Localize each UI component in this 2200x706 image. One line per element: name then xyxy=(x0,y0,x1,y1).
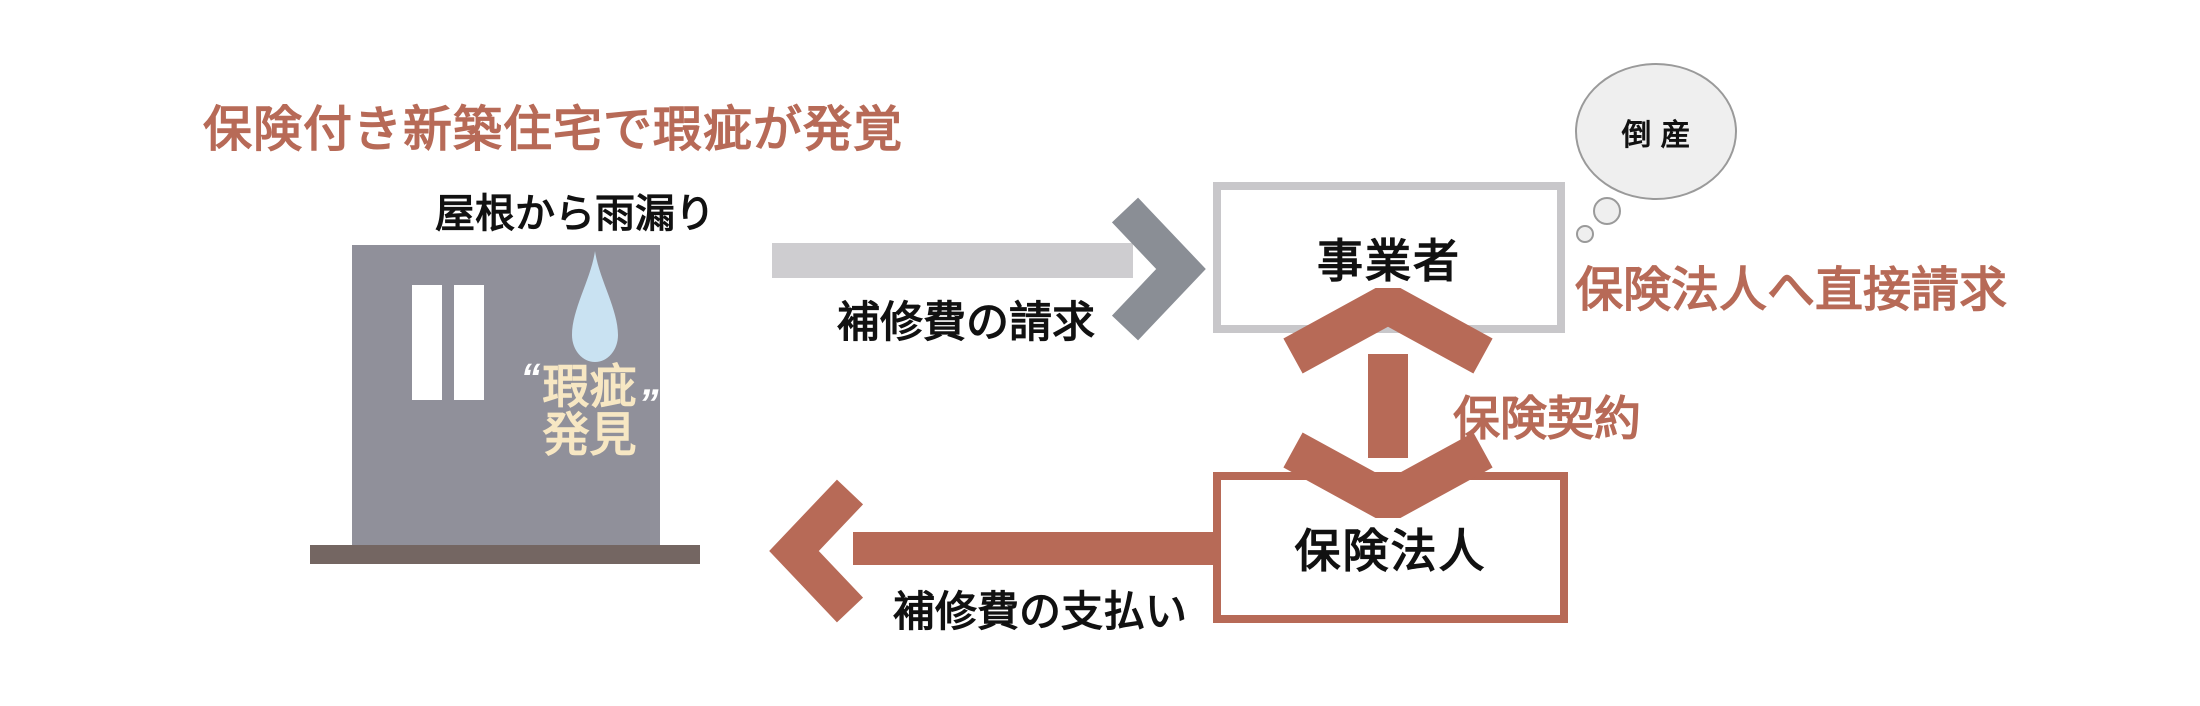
diagram-title: 保険付き新築住宅で瑕疵が発覚 xyxy=(203,103,904,157)
house-window-icon xyxy=(454,285,484,400)
water-drop-icon xyxy=(572,251,618,362)
thought-bubble: 倒産 xyxy=(1575,63,1737,200)
claim-arrow-shaft xyxy=(772,243,1133,278)
business-box: 事業者 xyxy=(1213,182,1565,333)
direct-claim-label: 保険法人へ直接請求 xyxy=(1575,264,2008,317)
business-box-label: 事業者 xyxy=(1317,234,1461,287)
defect-line-1: “瑕疵” xyxy=(520,356,659,426)
house-illustration: “瑕疵” 発見 xyxy=(352,245,660,545)
payment-arrow-label: 補修費の支払い xyxy=(893,588,1188,635)
thought-bubble-dot xyxy=(1593,197,1621,225)
claim-arrow-label: 補修費の請求 xyxy=(837,299,1095,347)
house-caption: 屋根から雨漏り xyxy=(435,192,715,236)
defect-line-2: 発見 xyxy=(542,407,637,461)
contract-arrow-label: 保険契約 xyxy=(1453,392,1641,445)
thought-bubble-label: 倒産 xyxy=(1621,118,1700,152)
claim-arrow-head-icon xyxy=(1111,197,1206,341)
open-quote: “ xyxy=(520,356,541,400)
payment-arrow-head-icon xyxy=(769,479,864,623)
defect-found-label: “瑕疵” 発見 xyxy=(507,356,672,461)
insurer-box-label: 保険法人 xyxy=(1294,524,1487,577)
thought-bubble-dot xyxy=(1576,225,1594,243)
close-quote: ” xyxy=(638,382,659,426)
house-window-icon xyxy=(412,285,442,400)
payment-arrow-shaft xyxy=(853,532,1219,565)
contract-double-arrow-icon xyxy=(1283,288,1493,518)
ground-bar xyxy=(310,545,700,564)
